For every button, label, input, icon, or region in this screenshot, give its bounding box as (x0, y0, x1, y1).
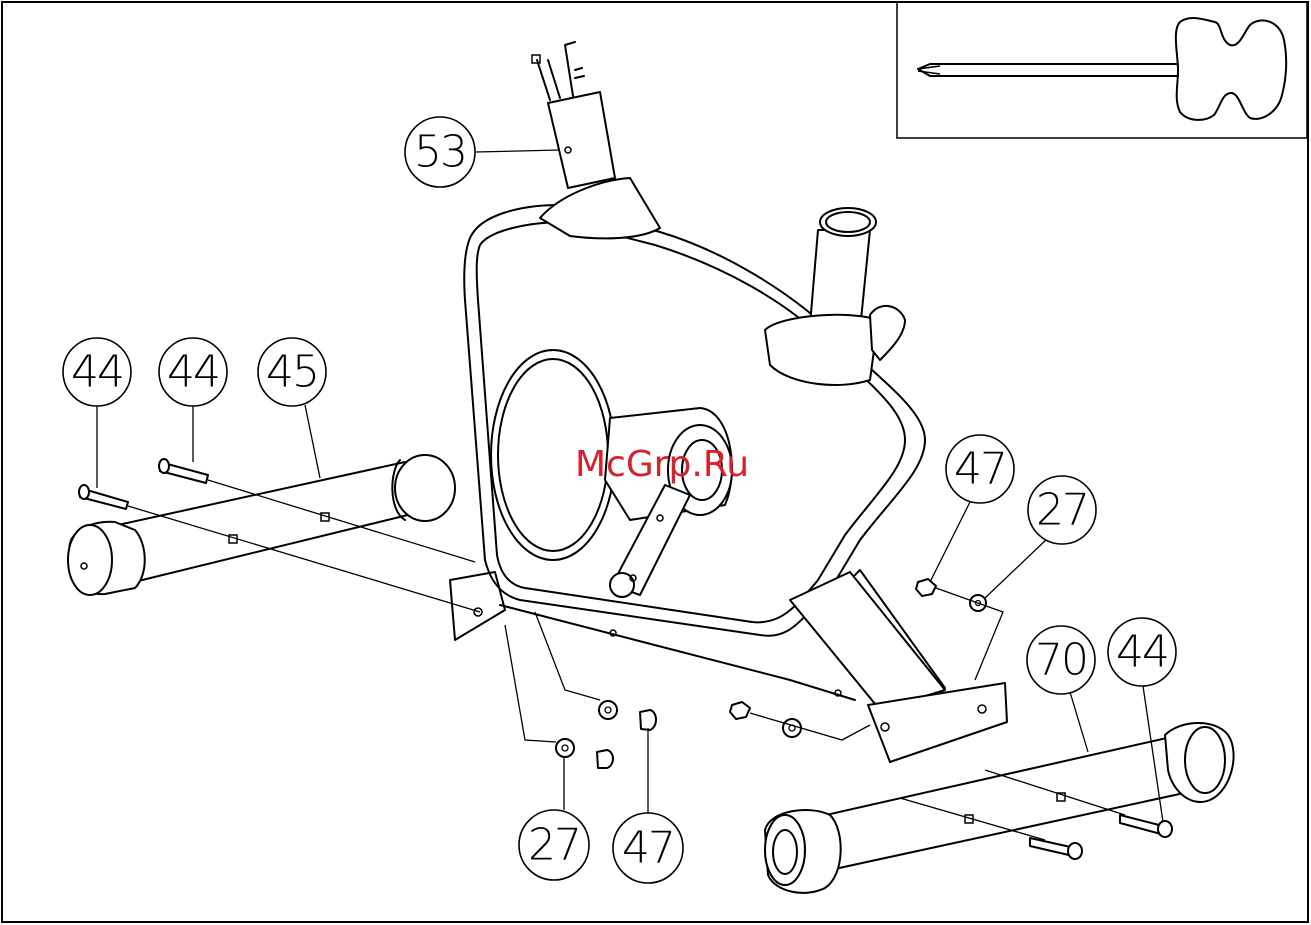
watermark-text: McGrp.Ru (575, 444, 749, 485)
washer-27-rear (783, 719, 801, 737)
bolt-44-front-upper (159, 459, 208, 483)
callout-27-b: 27 (519, 757, 589, 880)
nut-47-mid (640, 710, 656, 730)
screwdriver-wrench-icon (918, 18, 1286, 120)
callout-70: 70 (1027, 626, 1095, 752)
callout-label: 53 (414, 127, 466, 178)
callout-45: 45 (258, 338, 326, 478)
tool-inset (897, 2, 1307, 138)
nut-47-right (916, 579, 936, 596)
callout-label: 44 (167, 347, 219, 398)
bolt-44-rear-lower (1030, 838, 1082, 859)
callout-label: 45 (266, 347, 318, 398)
callout-44-a: 44 (63, 338, 131, 488)
washer-27-left (556, 739, 574, 757)
bolt-44-rear-upper (1120, 815, 1172, 837)
rear-stabilizer-70 (765, 723, 1234, 893)
callout-44-b: 44 (159, 338, 227, 462)
callout-label: 27 (1036, 485, 1088, 536)
front-stabilizer-45 (68, 455, 455, 595)
callout-label: 44 (71, 347, 123, 398)
callout-label: 44 (1116, 627, 1168, 678)
callout-label: 47 (954, 444, 1006, 495)
nut-47-rear (730, 702, 750, 719)
callout-47-a: 47 (930, 435, 1014, 582)
nut-47-left (597, 750, 613, 768)
callout-label: 70 (1035, 635, 1087, 686)
callout-47-b: 47 (613, 728, 683, 883)
callout-53: 53 (405, 117, 560, 187)
callout-label: 47 (622, 823, 674, 874)
washer-27-mid (599, 701, 617, 719)
callout-44-c: 44 (1108, 618, 1176, 822)
handlebar-post-53 (532, 42, 615, 188)
callout-label: 27 (528, 820, 580, 871)
bolt-44-front-lower (79, 485, 128, 509)
